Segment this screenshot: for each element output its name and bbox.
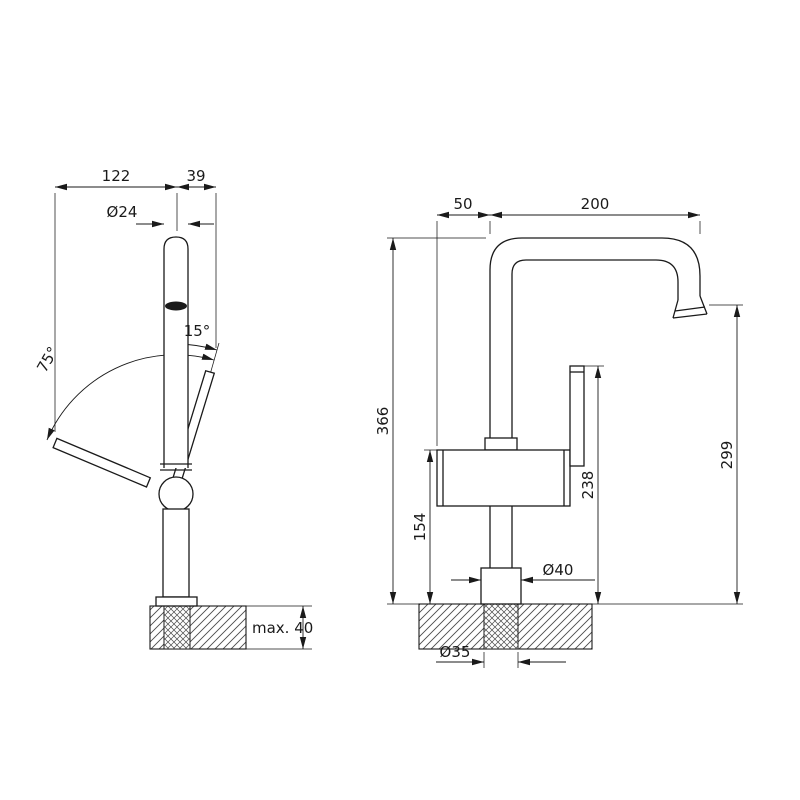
dim-label-366: 366 [374,407,392,436]
lower-column [489,506,513,568]
spout-outer-line [489,237,701,450]
angle-label-75: 75° [33,343,62,375]
side-spout-tube [163,236,189,468]
spout-inner-line [511,259,679,450]
side-body-column [162,508,190,598]
spout-outlet [672,295,708,319]
dim-label-dia35: Ø35 [440,643,471,661]
ext-lines-366 [387,237,486,605]
dim-label-122: 122 [102,167,131,185]
dim-label-50: 50 [453,195,472,213]
side-view: 122 39 Ø24 15° 75° max. 40 [33,167,313,650]
front-extension-lines-top [436,221,701,446]
front-shank-hatch [484,604,518,649]
angle-label-15: 15° [184,322,211,340]
dim-label-154: 154 [411,513,429,542]
dim-label-dia40: Ø40 [543,561,574,579]
dim-label-200: 200 [581,195,610,213]
spout-aerator-mark [165,301,187,311]
dim-label-dia24: Ø24 [107,203,138,221]
front-handle-lever [569,365,585,467]
body-cross-arms [436,449,571,507]
side-base-flange [155,596,198,607]
ball-joint [158,476,194,512]
front-view: 50 200 366 154 238 299 Ø40 [374,195,743,668]
dim-label-238: 238 [579,471,597,500]
ext-lines-dia35 [483,652,519,668]
arm-end-caps [442,450,565,506]
handle-lever-horizontal-position [52,437,152,488]
side-shank-hatch [164,606,190,649]
dim-label-299: 299 [718,441,736,470]
dim-label-max40: max. 40 [252,619,313,637]
front-base-flange [480,567,522,605]
side-extension-lines-top [54,193,217,432]
side-spout-collar [160,463,192,471]
dim-label-39: 39 [186,167,205,185]
body-collar [484,437,518,451]
